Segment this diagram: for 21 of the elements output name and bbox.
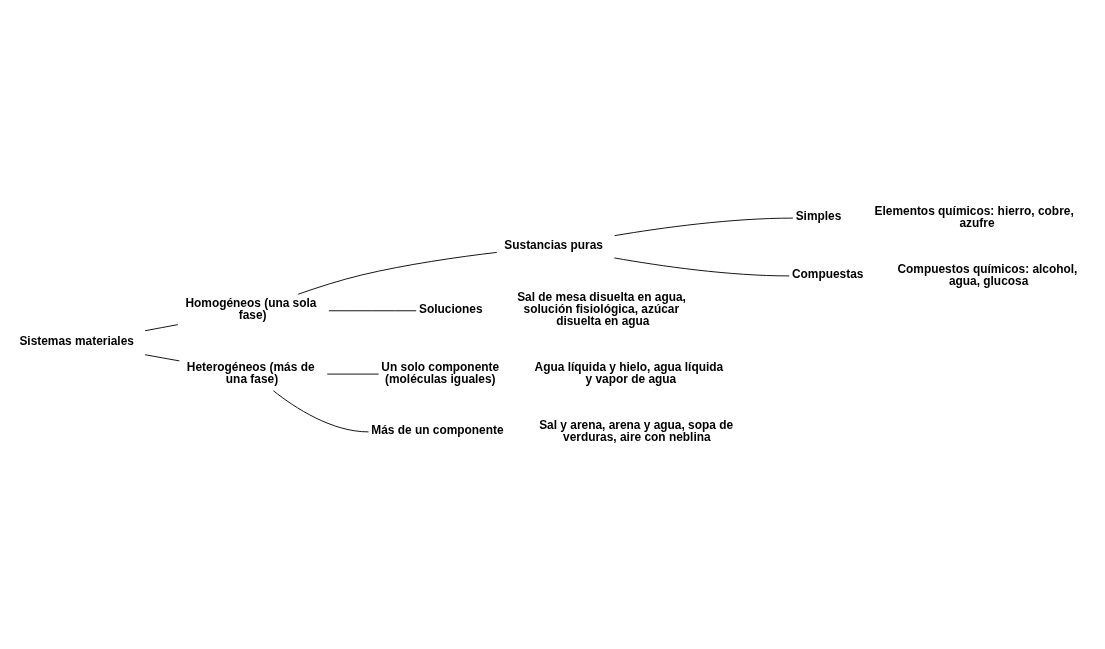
node-label: Compuestos químicos: alcohol, agua, glucosa — [897, 261, 1078, 288]
connector — [144, 353, 180, 361]
node-text: Simples — [795, 208, 842, 223]
node-label: Elementos químicos: hierro, cobre, azufre — [874, 203, 1074, 230]
connector — [297, 251, 498, 295]
node-text: Soluciones — [418, 301, 483, 316]
node-label: Sal de mesa disuelta en agua, solución fisiológica, azúcar disuelta en agua — [517, 289, 686, 328]
connector — [328, 309, 417, 311]
node-text: Sistemas materiales — [19, 333, 134, 348]
node-text: Compuestas — [791, 266, 864, 281]
connector — [614, 217, 794, 236]
node-text: Homogéneos (una sola fase) — [185, 295, 317, 322]
node-text: Heterogéneos (más de una fase) — [186, 359, 315, 386]
connector — [614, 257, 790, 276]
node-text: Sustancias puras — [504, 237, 603, 252]
node-label: Sal y arena, arena y agua, sopa de verduras, aire con neblina — [539, 417, 734, 444]
node-text: Más de un componente — [371, 422, 504, 437]
connector — [272, 389, 369, 432]
connector — [144, 323, 179, 331]
node-text: Un solo componente (moléculas iguales) — [381, 359, 500, 386]
node-label: Agua líquida y hielo, agua líquida y vapor de agua — [534, 359, 724, 386]
